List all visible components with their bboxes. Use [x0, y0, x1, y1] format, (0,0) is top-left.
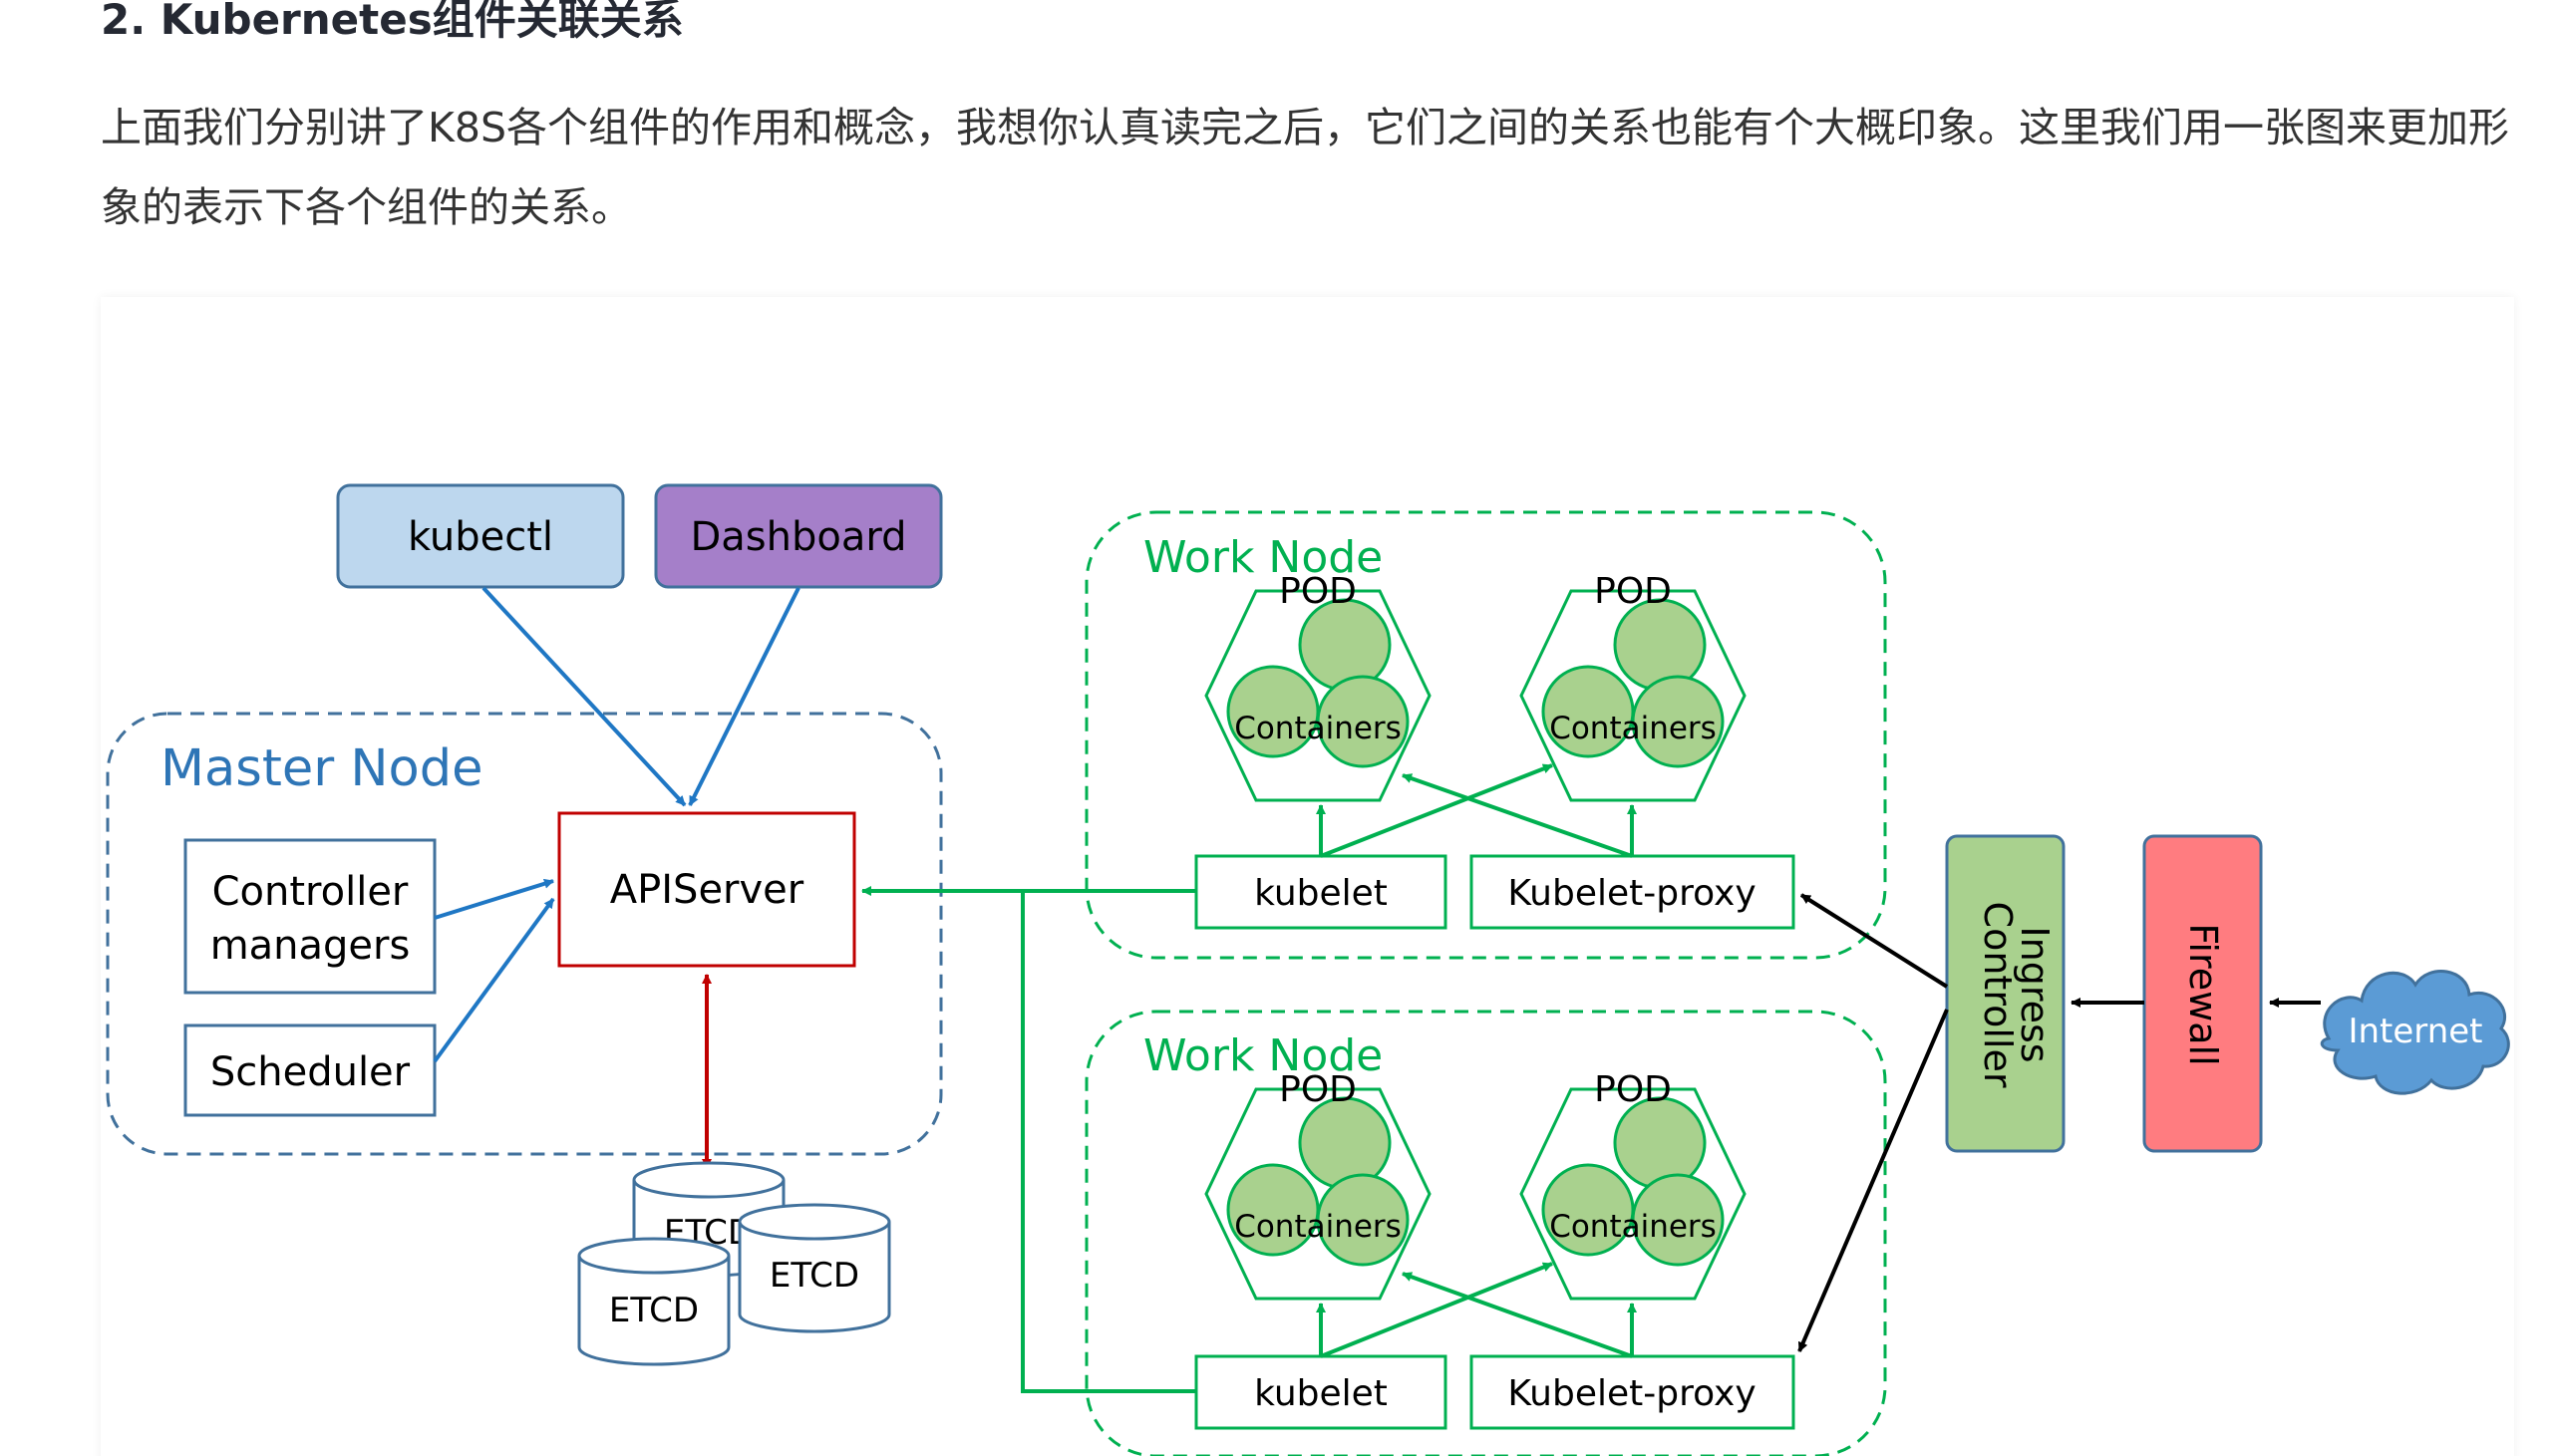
work-node-1-title: Work Node	[1143, 532, 1383, 583]
work-node-2-pod-1: POD Containers	[1204, 1069, 1432, 1301]
internet-cloud: Internet	[2320, 970, 2510, 1095]
svg-text:ETCD: ETCD	[609, 1291, 699, 1330]
scheduler-box	[183, 1023, 437, 1117]
section-heading: 2. Kubernetes组件关联关系	[101, 0, 684, 44]
svg-text:POD: POD	[1594, 571, 1672, 612]
controller-to-apiserver-arrow	[434, 878, 554, 920]
svg-text:POD: POD	[1279, 1069, 1357, 1110]
ingress-controller-box	[1945, 834, 2066, 1153]
ingress-to-proxy2-arrow	[1797, 1009, 1949, 1352]
svg-text:POD: POD	[1279, 571, 1357, 612]
dashboard-label: Dashboard	[690, 514, 906, 560]
ingress-to-proxy1-arrow	[1799, 893, 1949, 989]
work-node-2-kubelet-label: kubelet	[1254, 1373, 1388, 1414]
svg-text:Containers: Containers	[1549, 1209, 1717, 1245]
controller-managers-label-1: Controller	[212, 869, 409, 915]
dashboard-box	[654, 483, 943, 589]
kubelet2-to-apiserver-connector	[1021, 891, 1196, 1393]
intro-paragraph: 上面我们分别讲了K8S各个组件的作用和概念，我想你认真读完之后，它们之间的关系也…	[101, 104, 2509, 231]
svg-text:POD: POD	[1594, 1069, 1672, 1110]
scheduler-label: Scheduler	[210, 1049, 411, 1095]
firewall-box	[2142, 834, 2263, 1153]
dashboard-to-apiserver-arrow	[688, 587, 800, 806]
wn1-proxy-to-pod1-arrow	[1402, 773, 1633, 858]
apiserver-box	[557, 811, 856, 968]
firewall-label: Firewall	[2181, 923, 2225, 1065]
work-node-2-proxy-label: Kubelet-proxy	[1507, 1373, 1756, 1414]
k8s-components-diagram: Master Node Controller managers Schedule…	[101, 297, 2514, 1456]
diagram-canvas: Master Node Controller managers Schedule…	[106, 483, 2510, 1456]
etcd-cylinder-right: ETCD	[738, 1203, 891, 1333]
svg-text:ETCD: ETCD	[770, 1256, 859, 1296]
master-node-title: Master Node	[160, 739, 482, 798]
work-node-1-pod-2: POD Containers	[1519, 571, 1747, 802]
wn2-proxy-to-pod1-arrow	[1402, 1272, 1633, 1358]
kubectl-label: kubectl	[408, 514, 553, 560]
etcd-cylinder-front: ETCD	[577, 1237, 731, 1366]
kubectl-box	[336, 483, 625, 589]
work-node-1-proxy-box	[1469, 854, 1795, 930]
controller-managers-box	[183, 838, 437, 995]
work-node-1-proxy-label: Kubelet-proxy	[1507, 873, 1756, 914]
work-node-1-kubelet-label: kubelet	[1254, 873, 1388, 914]
internet-label: Internet	[2348, 1012, 2482, 1051]
svg-text:Containers: Containers	[1549, 711, 1717, 746]
svg-text:Containers: Containers	[1234, 711, 1402, 746]
ingress-label-2: Controller	[1976, 902, 2020, 1088]
controller-managers-label-2: managers	[210, 923, 411, 969]
kubectl-to-apiserver-arrow	[481, 586, 687, 807]
work-node-2-group	[1085, 1010, 1887, 1456]
ingress-label-1: Ingress	[2013, 926, 2057, 1062]
work-node-2-pod-2: POD Containers	[1519, 1069, 1747, 1301]
work-node-1-group	[1085, 510, 1887, 960]
work-node-1-pod-1: POD Containers	[1204, 571, 1432, 802]
work-node-1-kubelet-box	[1194, 854, 1447, 930]
wn1-kubelet-to-pod2-arrow	[1320, 763, 1553, 858]
work-node-2-proxy-box	[1469, 1354, 1795, 1430]
master-node-group	[106, 712, 943, 1156]
svg-text:Containers: Containers	[1234, 1209, 1402, 1245]
scheduler-to-apiserver-arrow	[433, 897, 555, 1063]
work-node-2-title: Work Node	[1143, 1030, 1383, 1081]
wn2-kubelet-to-pod2-arrow	[1320, 1262, 1553, 1358]
apiserver-label: APIServer	[610, 867, 804, 913]
